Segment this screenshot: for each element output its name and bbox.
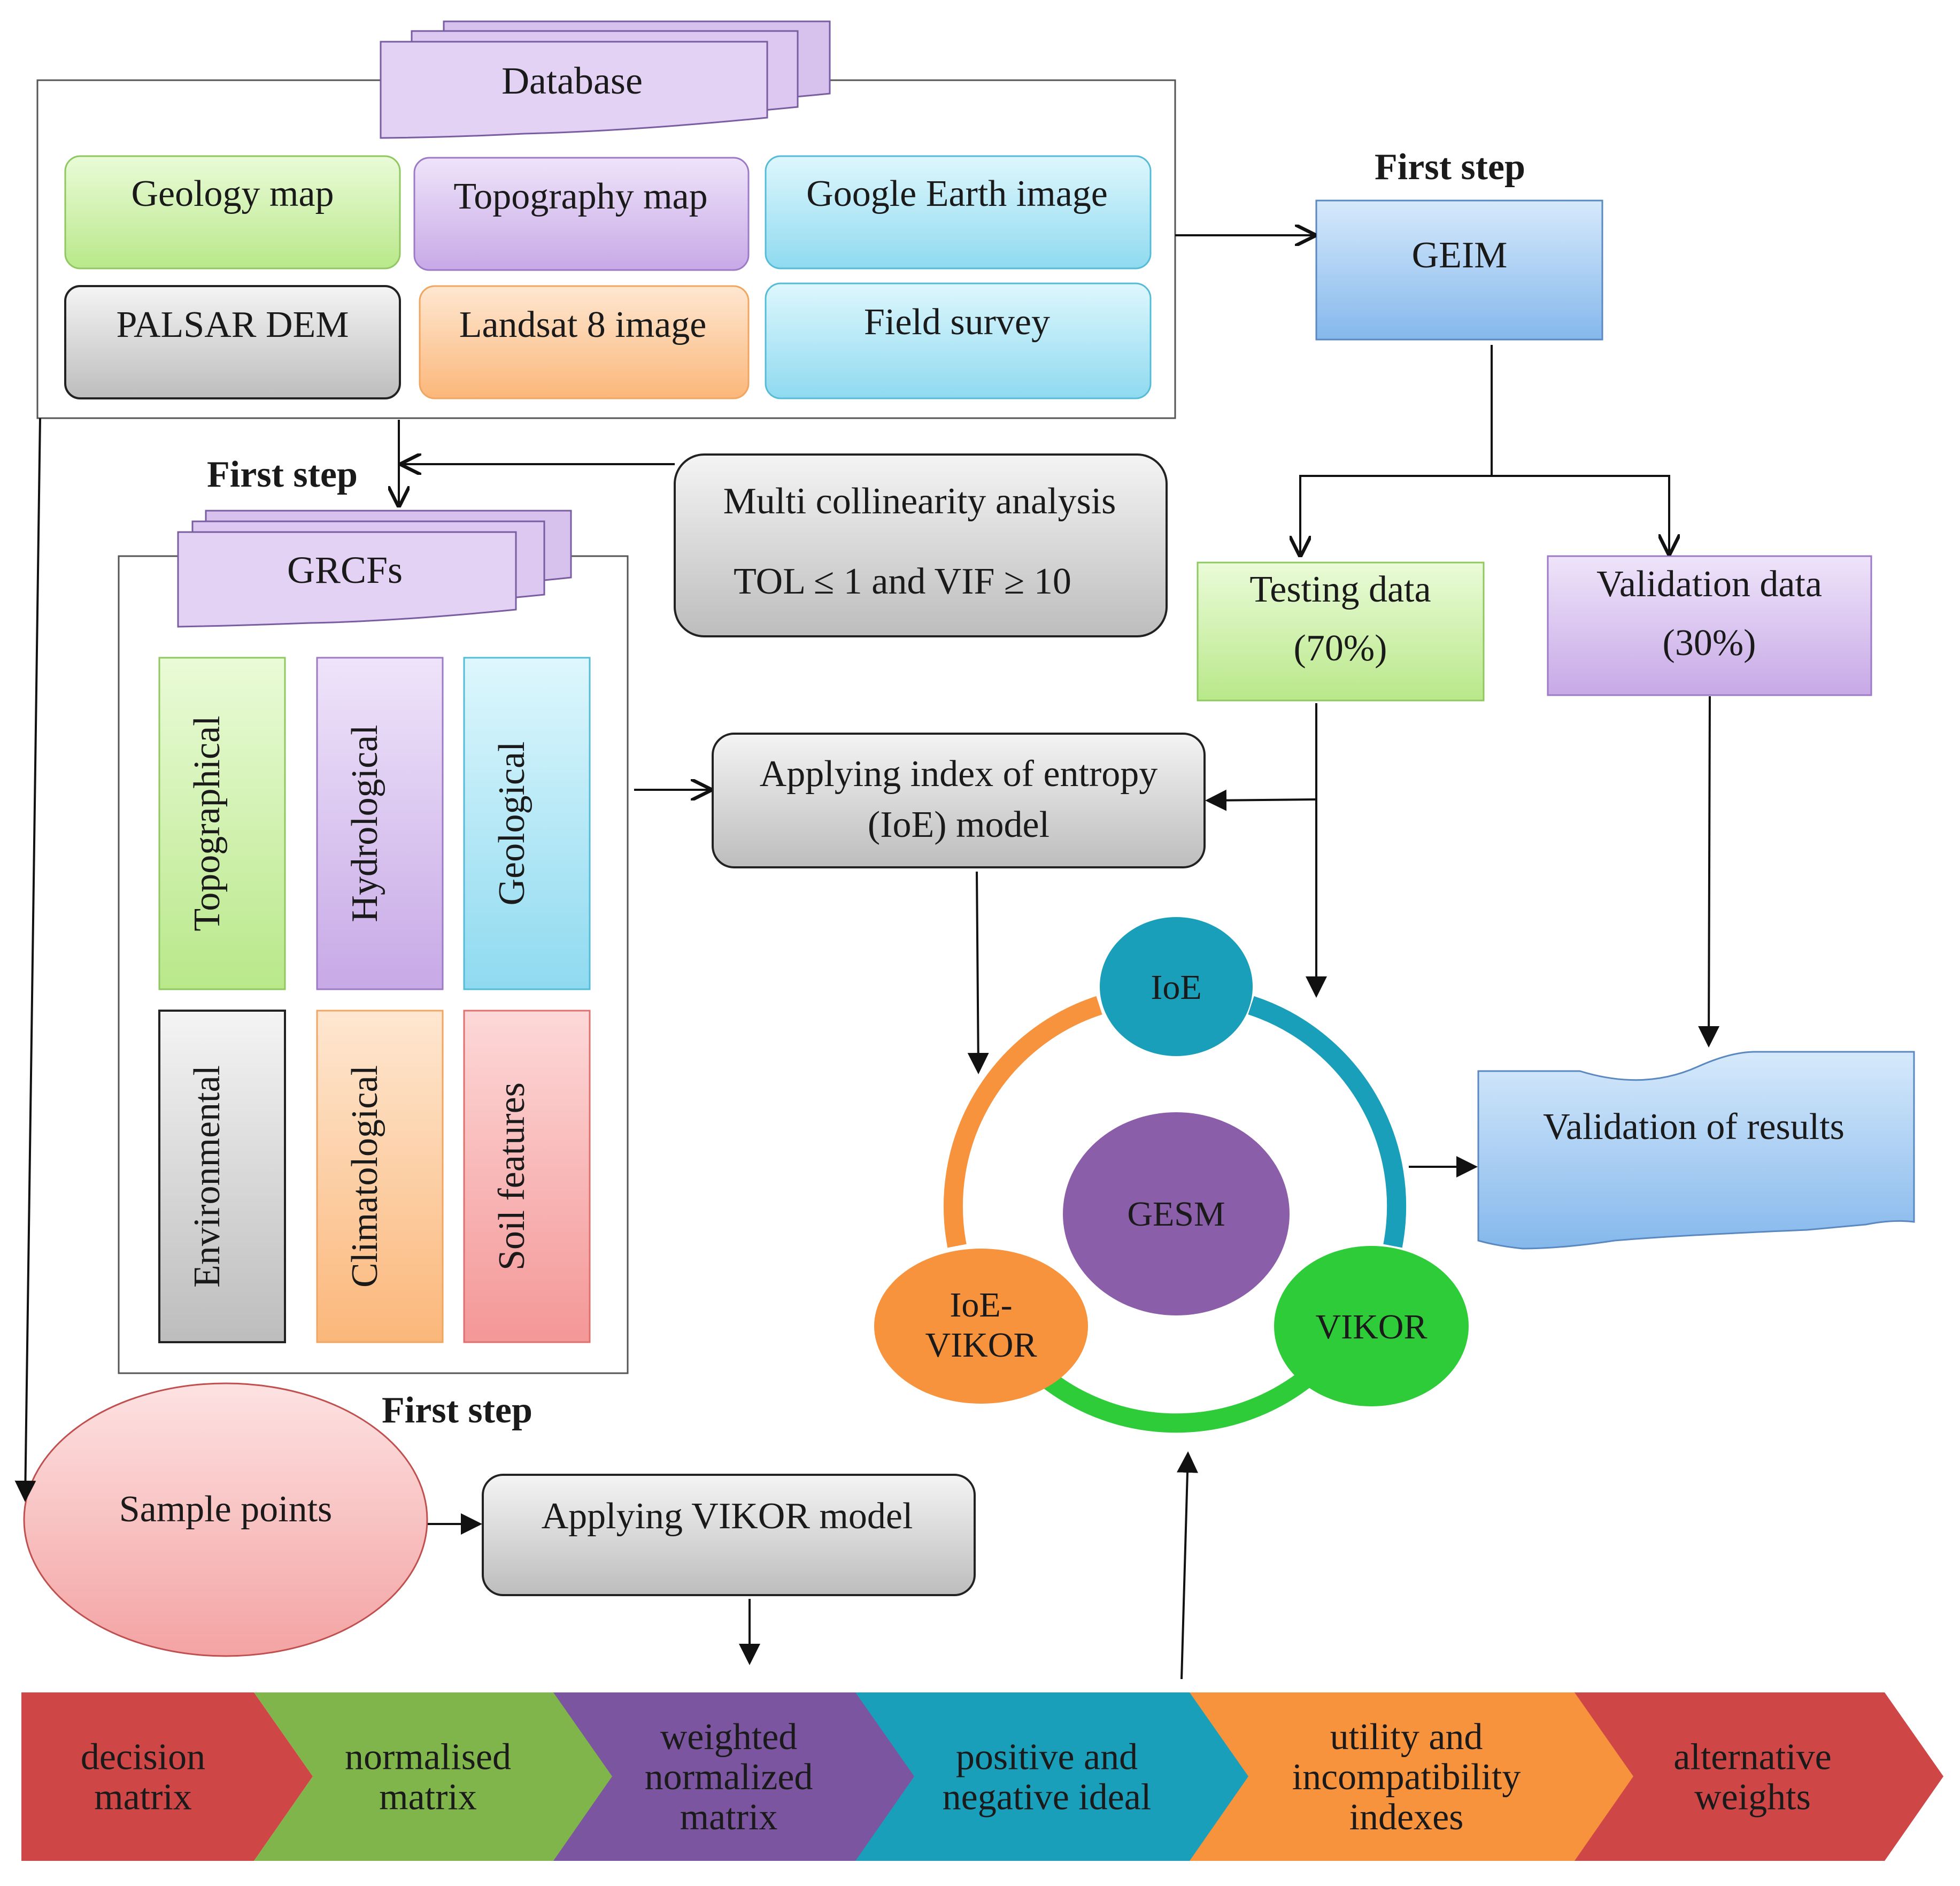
vikor-model-box: Applying VIKOR model bbox=[482, 1474, 976, 1596]
arrow-validation-to-results bbox=[1698, 696, 1720, 1048]
svg-text:Geology map: Geology map bbox=[131, 173, 334, 214]
svg-text:GEIM: GEIM bbox=[1412, 235, 1508, 276]
vikor-steps-row: decisionmatrixnormalisedmatrixweightedno… bbox=[21, 1692, 1943, 1861]
cycle-ring bbox=[944, 996, 1407, 1433]
vikor-step-chevron bbox=[1190, 1692, 1636, 1861]
arrow-steps-to-cycle bbox=[1176, 1451, 1198, 1680]
ioe-circle: IoE bbox=[1100, 917, 1253, 1056]
factor-topographical: Topographical bbox=[158, 657, 286, 990]
factor-hydrological: Hydrological bbox=[316, 657, 444, 990]
svg-text:Soil features: Soil features bbox=[491, 1082, 533, 1271]
vikor-step-label: incompatibility bbox=[1292, 1757, 1521, 1798]
connectors bbox=[14, 235, 1720, 1680]
vikor-step-label: weights bbox=[1694, 1777, 1811, 1818]
svg-text:(70%): (70%) bbox=[1294, 628, 1387, 669]
vikor-step-chevron bbox=[254, 1692, 615, 1861]
svg-text:Sample points: Sample points bbox=[119, 1489, 333, 1530]
svg-text:TOL ≤ 1 and VIF ≥ 10: TOL ≤ 1 and VIF ≥ 10 bbox=[734, 561, 1071, 602]
database-banner: Database bbox=[380, 20, 831, 139]
vikor-step-label: negative ideal bbox=[943, 1777, 1152, 1818]
vikor-circle: VIKOR bbox=[1274, 1246, 1469, 1406]
arrow-ioe-model-to-cycle bbox=[967, 871, 989, 1074]
arrow-geim-to-testing bbox=[1300, 345, 1493, 555]
arrow-db-to-sample-points bbox=[14, 418, 41, 1502]
source-google-earth-image: Google Earth image bbox=[765, 155, 1152, 270]
svg-text:IoE: IoE bbox=[1151, 968, 1201, 1007]
svg-text:Climatological: Climatological bbox=[344, 1065, 385, 1288]
svg-text:(30%): (30%) bbox=[1663, 622, 1756, 664]
svg-text:Google Earth image: Google Earth image bbox=[806, 173, 1108, 214]
svg-text:Validation of results: Validation of results bbox=[1543, 1106, 1845, 1148]
svg-text:Multi collinearity analysis: Multi collinearity analysis bbox=[723, 481, 1116, 522]
vikor-step-label: indexes bbox=[1349, 1797, 1464, 1838]
svg-text:Topographical: Topographical bbox=[187, 715, 228, 931]
source-field-survey: Field survey bbox=[765, 282, 1152, 399]
ioe-model-box: Applying index of entropy (IoE) model bbox=[712, 733, 1206, 868]
factor-climatological: Climatological bbox=[316, 1010, 444, 1343]
vikor-step-chevron bbox=[21, 1692, 313, 1861]
svg-text:Geological: Geological bbox=[491, 741, 533, 905]
vikor-step-label: utility and bbox=[1330, 1716, 1483, 1758]
factor-environmental: Environmental bbox=[158, 1010, 286, 1343]
vikor-step-label: matrix bbox=[680, 1797, 778, 1838]
vikor-step-label: positive and bbox=[956, 1737, 1138, 1778]
gesm-circle: GESM bbox=[1063, 1112, 1290, 1315]
svg-text:PALSAR DEM: PALSAR DEM bbox=[116, 304, 349, 345]
svg-text:Topography map: Topography map bbox=[453, 176, 707, 217]
testing-data-box: Testing data (70%) bbox=[1197, 561, 1485, 702]
svg-text:Hydrological: Hydrological bbox=[344, 725, 385, 922]
first-step-label-vikor: First step bbox=[382, 1390, 533, 1431]
first-step-label-geim: First step bbox=[1375, 147, 1525, 188]
svg-text:VIKOR: VIKOR bbox=[925, 1326, 1037, 1365]
svg-text:IoE-: IoE- bbox=[950, 1285, 1012, 1325]
grcfs-title: GRCFs bbox=[287, 549, 403, 591]
source-landsat-8-image: Landsat 8 image bbox=[419, 285, 750, 399]
vikor-step-chevron bbox=[553, 1692, 917, 1861]
svg-text:(IoE) model: (IoE) model bbox=[868, 804, 1050, 845]
arrow-geim-to-validation bbox=[1492, 475, 1669, 553]
vikor-step-label: normalized bbox=[645, 1757, 813, 1798]
arrow-testing-to-ioe bbox=[1205, 789, 1317, 811]
vikor-step-chevron bbox=[1575, 1692, 1943, 1861]
first-step-label-grcfs: First step bbox=[207, 454, 358, 495]
svg-text:Landsat 8 image: Landsat 8 image bbox=[459, 304, 707, 345]
validation-results-doc: Validation of results bbox=[1477, 1051, 1915, 1250]
factor-soil-features: Soil features bbox=[463, 1010, 591, 1343]
vikor-step-label: matrix bbox=[379, 1777, 477, 1818]
svg-text:GESM: GESM bbox=[1127, 1195, 1225, 1234]
factor-geological: Geological bbox=[463, 657, 591, 990]
svg-text:Environmental: Environmental bbox=[187, 1065, 228, 1288]
svg-text:Applying index of entropy: Applying index of entropy bbox=[760, 753, 1158, 795]
source-geology-map: Geology map bbox=[64, 155, 401, 270]
vikor-step-label: weighted bbox=[660, 1716, 798, 1758]
svg-text:Validation data: Validation data bbox=[1596, 564, 1822, 605]
ioe-vikor-circle: IoE- VIKOR bbox=[874, 1249, 1088, 1404]
source-palsar-dem: PALSAR DEM bbox=[64, 285, 401, 399]
sample-points-ellipse: Sample points bbox=[23, 1382, 428, 1657]
svg-text:Applying VIKOR model: Applying VIKOR model bbox=[542, 1496, 913, 1537]
validation-data-box: Validation data (30%) bbox=[1547, 555, 1872, 696]
svg-text:Testing data: Testing data bbox=[1249, 569, 1431, 610]
grcfs-banner: GRCFs bbox=[177, 510, 572, 628]
database-title: Database bbox=[501, 59, 643, 102]
source-topography-map: Topography map bbox=[413, 157, 750, 271]
svg-text:VIKOR: VIKOR bbox=[1316, 1307, 1427, 1346]
vikor-step-label: decision bbox=[81, 1737, 205, 1778]
vikor-step-label: alternative bbox=[1673, 1737, 1831, 1778]
vikor-step-chevron bbox=[855, 1692, 1251, 1861]
multicollinearity-box: Multi collinearity analysis TOL ≤ 1 and … bbox=[674, 453, 1168, 637]
svg-text:Field survey: Field survey bbox=[864, 302, 1050, 343]
vikor-step-label: matrix bbox=[94, 1777, 192, 1818]
vikor-step-label: normalised bbox=[345, 1737, 511, 1778]
geim-box: GEIM bbox=[1315, 199, 1603, 341]
